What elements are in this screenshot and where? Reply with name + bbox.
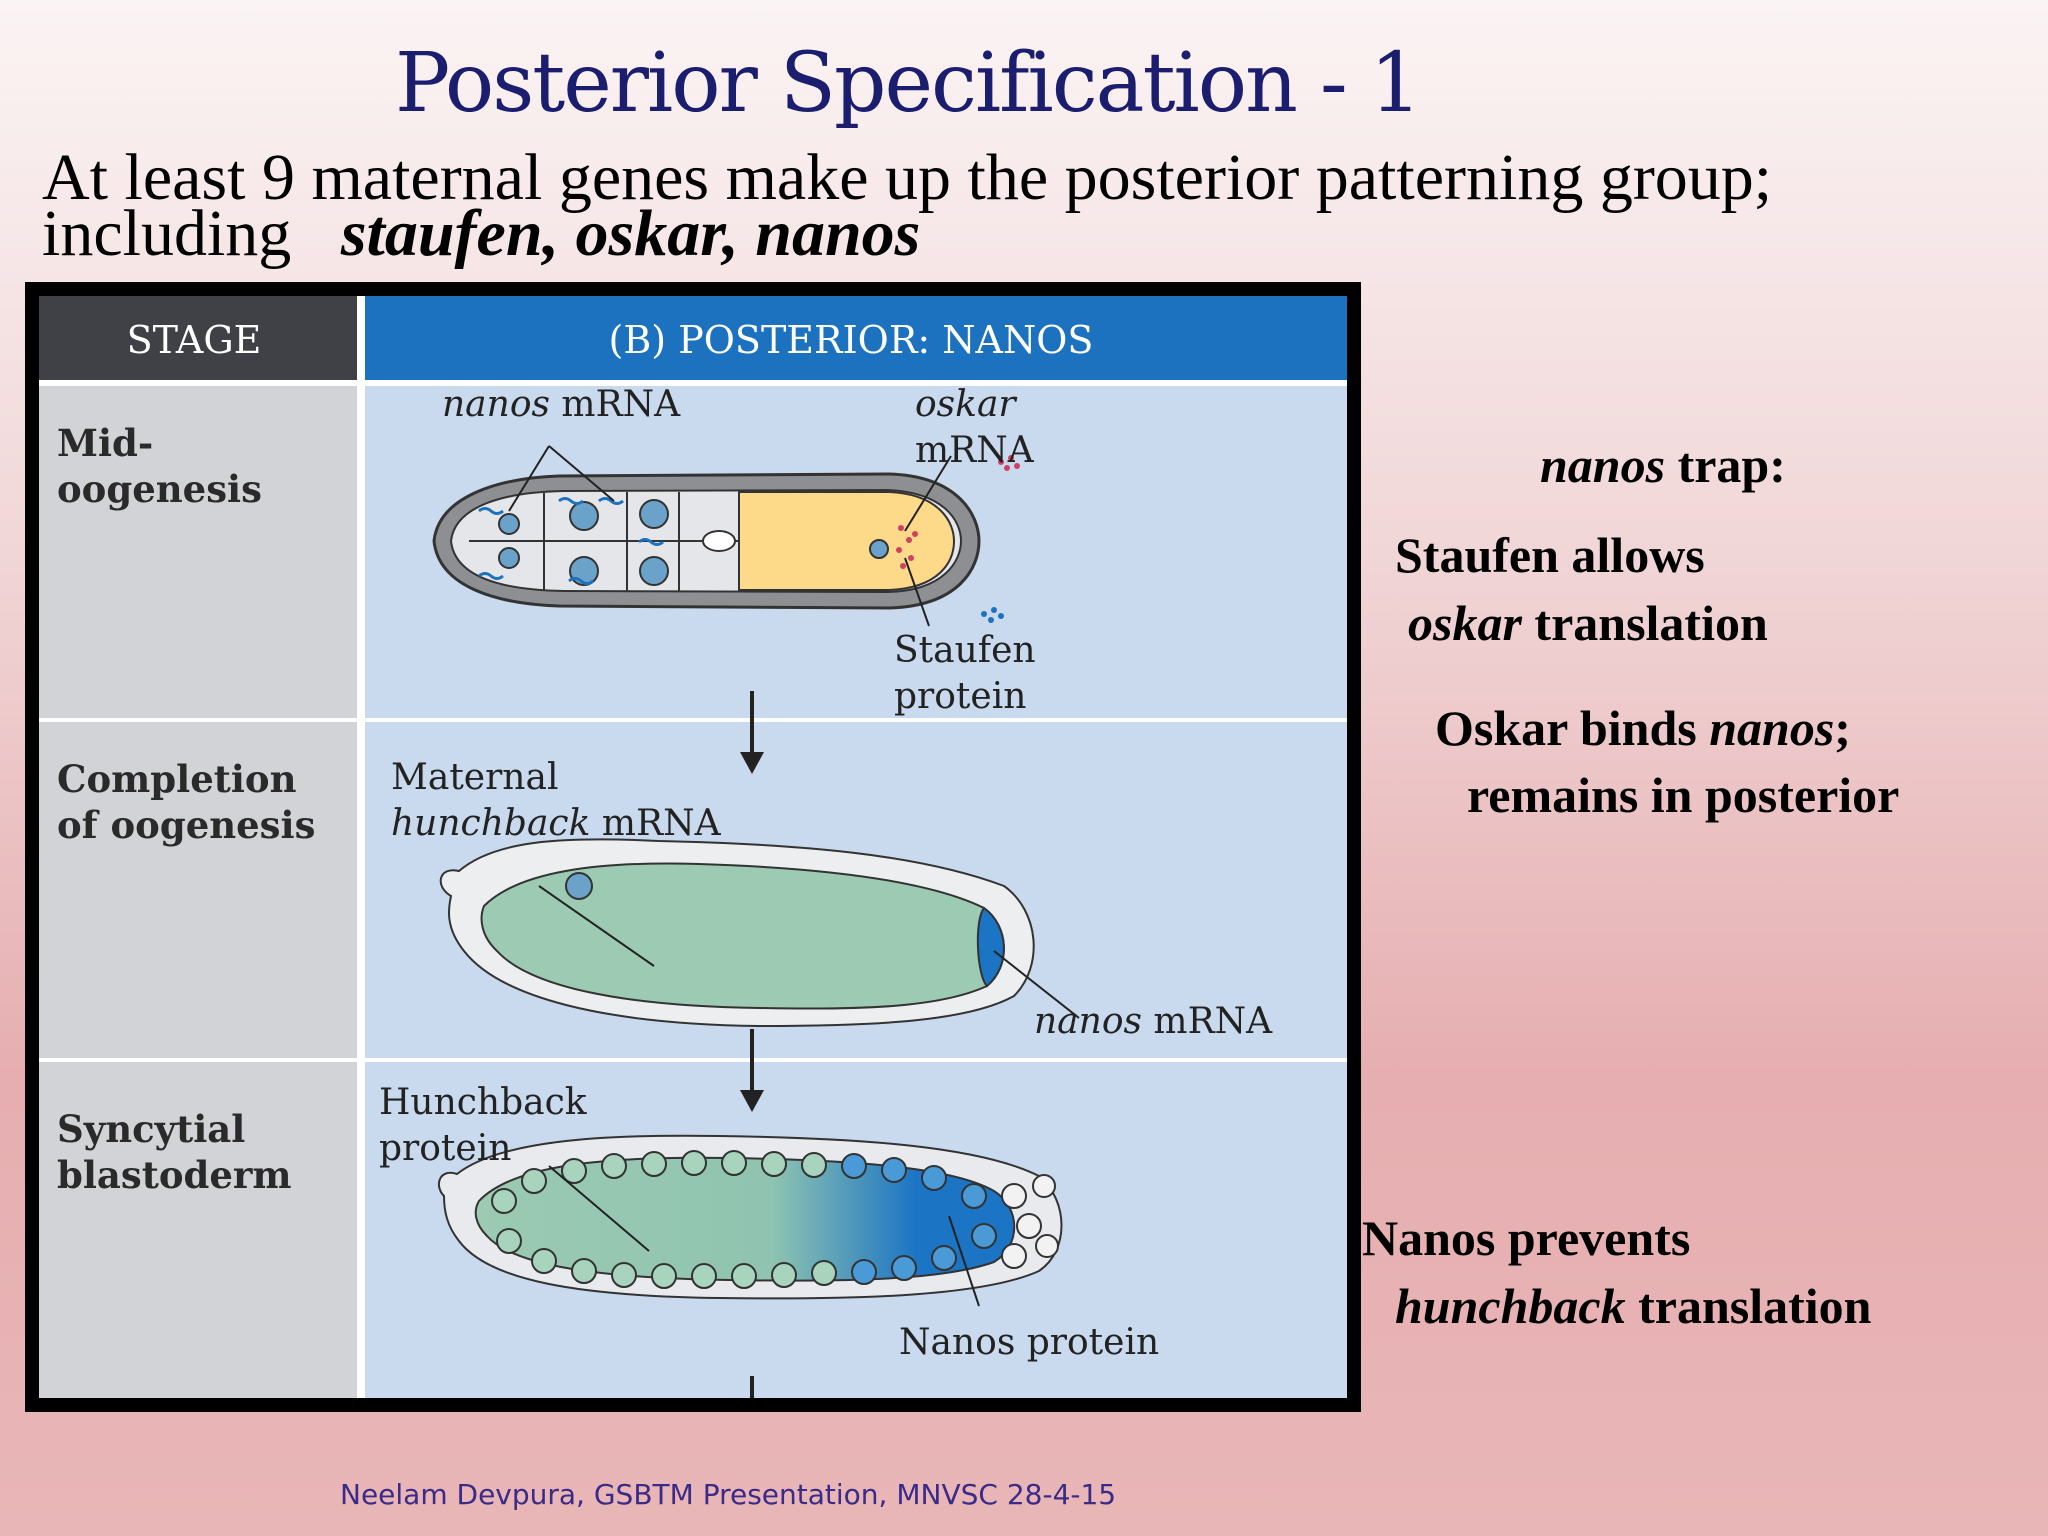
stage-1-line-1: Mid-: [57, 421, 153, 465]
label-maternal: Maternal: [391, 757, 558, 798]
label-nanos-mrna-1: nanos mRNA: [442, 384, 681, 425]
label-nanos-mrna-1-rest: mRNA: [550, 384, 681, 425]
note-staufen-2: oskar translation: [1408, 590, 1768, 656]
note-nanos-2: hunchback translation: [1395, 1273, 1871, 1339]
row-divider-2: [39, 1058, 1347, 1062]
blastoderm-diagram: [437, 1134, 1063, 1398]
column-divider: [357, 296, 365, 1398]
label-staufen-2: protein: [894, 676, 1026, 717]
label-nanos-mrna-2-rest: mRNA: [1142, 1001, 1273, 1042]
intro-genes: staufen, oskar, nanos: [340, 197, 921, 270]
stage-1-line-2: oogenesis: [57, 467, 262, 511]
label-hunchback-rest: mRNA: [590, 803, 721, 844]
intro-text: At least 9 maternal genes make up the po…: [42, 141, 1773, 267]
note-staufen-italic: oskar: [1408, 595, 1522, 651]
label-nanos-mrna-1-italic: nanos: [442, 384, 550, 425]
note-oskar-1: Oskar binds nanos;: [1435, 695, 1851, 761]
label-hunchback-mrna: hunchback mRNA: [391, 803, 722, 844]
note-oskar-suffix: ;: [1834, 700, 1851, 756]
note-nanos-italic: hunchback: [1395, 1278, 1626, 1334]
figure-svg: STAGE (B) POSTERIOR: NANOS Mid- oogenesi…: [39, 296, 1347, 1398]
label-nanos-mrna-2: nanos mRNA: [1034, 1001, 1273, 1042]
note-trap-rest: trap:: [1665, 437, 1786, 493]
header-divider: [39, 380, 1347, 386]
note-staufen-rest: translation: [1521, 595, 1768, 651]
footer-credit: Neelam Devpura, GSBTM Presentation, MNVS…: [340, 1478, 1117, 1511]
label-hunchback-protein-2: protein: [379, 1128, 511, 1169]
intro-line-1: At least 9 maternal genes make up the po…: [42, 141, 1773, 214]
note-staufen-1: Staufen allows: [1395, 527, 1705, 583]
note-nanos-rest: translation: [1625, 1278, 1872, 1334]
note-oskar-prefix: Oskar binds: [1435, 700, 1710, 756]
note-nanos-trap: nanos trap:: [1540, 432, 1786, 498]
intro-line-2: including staufen, oskar, nanos: [42, 201, 1772, 267]
label-hunchback-italic: hunchback: [391, 803, 590, 844]
label-oskar: oskar: [915, 384, 1017, 425]
stage-3-line-2: blastoderm: [57, 1153, 292, 1197]
label-staufen-1: Staufen: [894, 630, 1036, 671]
intro-prefix: including: [42, 197, 292, 270]
panel-header-bg: [365, 296, 1347, 380]
oocyte-diagram: [432, 445, 1020, 627]
label-oskar-mrna: mRNA: [915, 430, 1035, 471]
note-oskar-2: remains in posterior: [1467, 767, 1900, 823]
label-nanos-protein: Nanos protein: [899, 1322, 1159, 1363]
note-oskar-italic: nanos: [1709, 700, 1835, 756]
stage-header: STAGE: [127, 318, 262, 362]
stage-3-line-1: Syncytial: [57, 1107, 245, 1151]
slide-title: Posterior Specification - 1: [395, 36, 1422, 131]
stage-2-line-2: of oogenesis: [57, 803, 315, 847]
figure-frame: STAGE (B) POSTERIOR: NANOS Mid- oogenesi…: [25, 282, 1361, 1412]
panel-header: (B) POSTERIOR: NANOS: [609, 318, 1094, 362]
row-divider-1: [39, 718, 1347, 722]
note-trap-italic: nanos: [1540, 437, 1666, 493]
arrow-down-icon-2: [740, 1029, 764, 1112]
stage-header-bg: [39, 296, 357, 380]
arrow-down-icon: [740, 691, 764, 774]
nanos-figure: STAGE (B) POSTERIOR: NANOS Mid- oogenesi…: [39, 296, 1347, 1398]
label-hunchback-protein-1: Hunchback: [379, 1082, 588, 1123]
note-nanos-1: Nanos prevents: [1362, 1210, 1691, 1266]
stage-2-line-1: Completion: [57, 757, 297, 801]
egg-diagram: [439, 838, 1080, 1028]
stage-column: [39, 296, 357, 1398]
label-nanos-mrna-2-italic: nanos: [1034, 1001, 1142, 1042]
